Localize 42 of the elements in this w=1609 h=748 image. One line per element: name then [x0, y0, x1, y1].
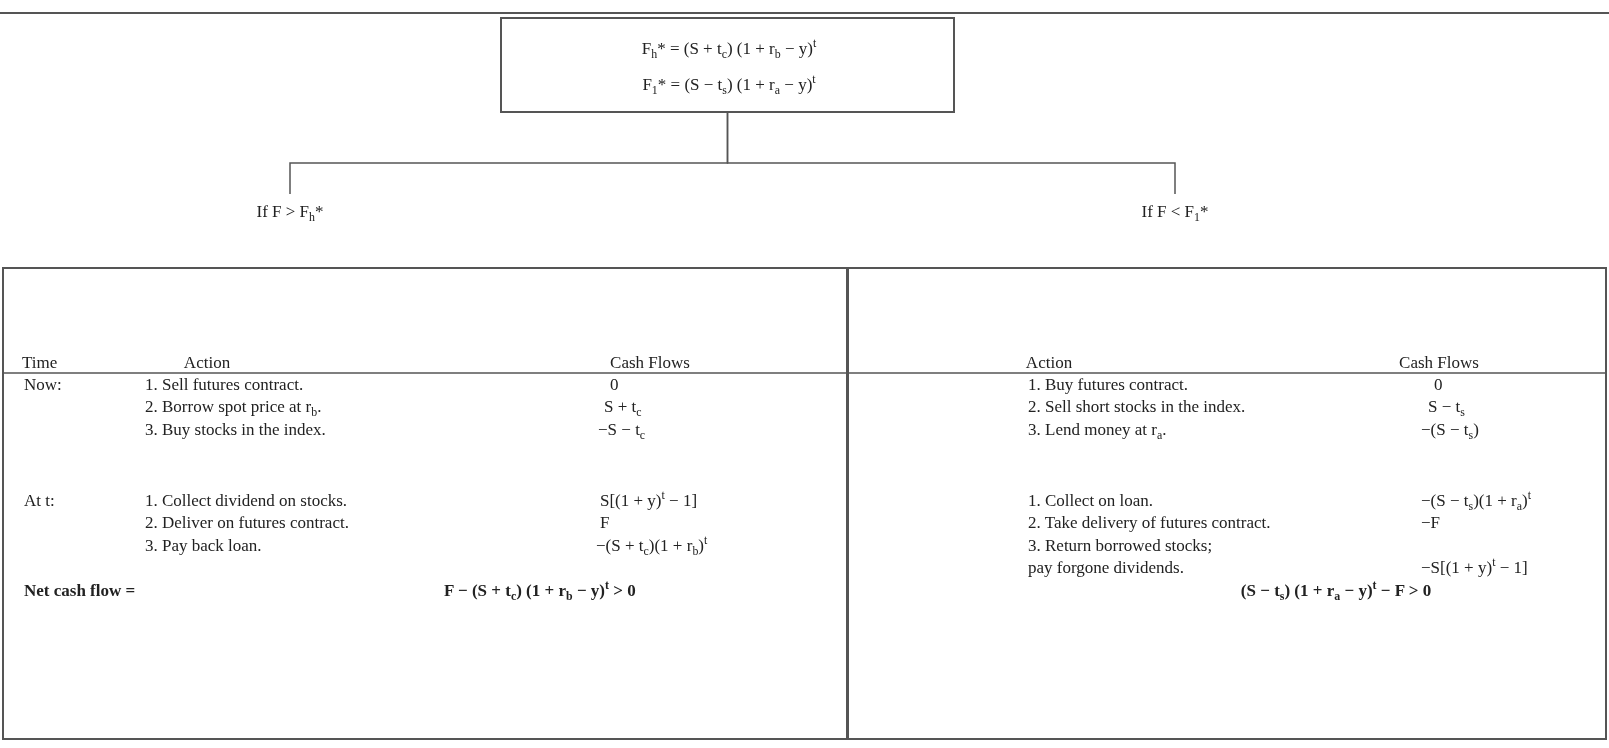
action-text: 1. Collect on loan. — [1028, 490, 1154, 512]
cash-flow-value: −(S + t$_{c}$)(1 + r$_{b}$)$^{t}$ — [596, 535, 708, 557]
action-text: 2. Deliver on futures contract. — [145, 512, 349, 534]
time-label: At t: — [24, 490, 55, 512]
action-text: 3. Buy stocks in the index. — [145, 419, 326, 441]
cash-flow-value: −S[(1 + y)$^{t}$ − 1] — [1421, 557, 1528, 579]
action-text: 2. Borrow spot price at r$_{b}$. — [145, 396, 322, 418]
cash-flow-value: −F — [1421, 512, 1441, 534]
action-text: 3. Pay back loan. — [145, 535, 262, 557]
action-text: 3. Lend money at r$_{a}$. — [1028, 419, 1167, 441]
column-header: Action — [1025, 352, 1073, 374]
formula-box — [500, 17, 955, 113]
condition-label: If F > F$_{h}$* — [256, 201, 324, 223]
action-text: 2. Take delivery of futures contract. — [1028, 512, 1271, 534]
cash-flow-value: −S − t$_{c}$ — [598, 419, 646, 441]
net-cash-flow-formula: F − (S + t$_{c}$) (1 + r$_{b}$ − y)$^{t}$ > 0 — [444, 580, 636, 602]
cash-flow-value: F — [600, 512, 610, 534]
action-text: 3. Return borrowed stocks; pay forgone dividends. — [1028, 535, 1214, 579]
column-header: Cash Flows — [610, 352, 690, 374]
cash-flow-value: 0 — [610, 374, 619, 396]
cash-flow-value: −(S − t$_{s}$) — [1421, 419, 1479, 441]
action-text: 2. Sell short stocks in the index. — [1028, 396, 1246, 418]
cash-flow-value: 0 — [1434, 374, 1443, 396]
action-text: 1. Buy futures contract. — [1028, 374, 1189, 396]
cash-flow-value: S + t$_{c}$ — [604, 396, 642, 418]
net-cash-flow-label: Net cash flow = — [24, 580, 136, 602]
net-cash-flow-formula: (S − t$_{s}$) (1 + r$_{a}$ − y)$^{t}$ − F > 0 — [1240, 580, 1432, 602]
formula: F$_{h}$* = (S + t$_{c}$) (1 + r$_{b}$ − y)$^{t}$ — [641, 38, 817, 60]
formula: F$_{1}$* = (S − t$_{s}$) (1 + r$_{a}$ − y)$^{t}$ — [642, 74, 816, 96]
condition-label: If F < F$_{1}$* — [1141, 201, 1209, 223]
column-header: Time — [22, 352, 58, 374]
strategy-panel — [847, 267, 1607, 740]
time-label: Now: — [24, 374, 62, 396]
action-text: 1. Sell futures contract. — [145, 374, 304, 396]
column-header: Cash Flows — [1399, 352, 1479, 374]
strategy-panel — [2, 267, 848, 740]
cash-flow-value: −(S − t$_{s}$)(1 + r$_{a}$)$^{t}$ — [1421, 490, 1531, 512]
action-text: 1. Collect dividend on stocks. — [145, 490, 348, 512]
column-header: Action — [183, 352, 231, 374]
cash-flow-value: S[(1 + y)$^{t}$ − 1] — [600, 490, 698, 512]
connector-line — [726, 112, 1176, 195]
cash-flow-value: S − t$_{s}$ — [1428, 396, 1465, 418]
